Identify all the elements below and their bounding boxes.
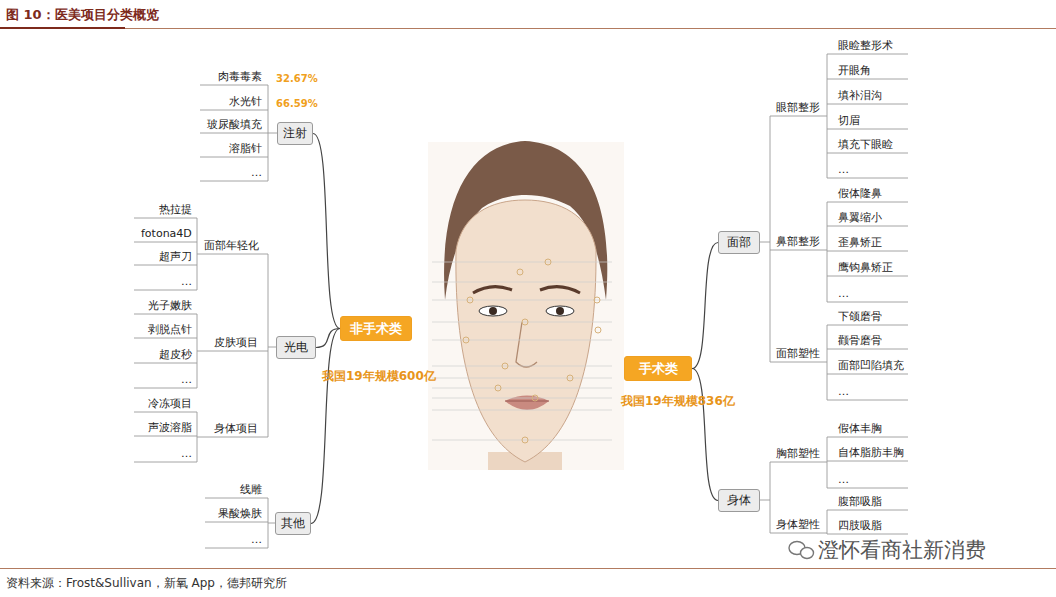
item-label: 超声刀 bbox=[159, 250, 192, 263]
item-label: 填补泪沟 bbox=[838, 89, 882, 102]
item-label: 鹰钩鼻矫正 bbox=[838, 261, 893, 274]
item-label: 线雕 bbox=[240, 483, 262, 496]
item-label: 眼睑整形术 bbox=[838, 39, 893, 52]
item-label: 身体项目 bbox=[214, 422, 258, 435]
branch-connector bbox=[692, 369, 718, 501]
market-size-label: 我国19年规模836亿 bbox=[621, 394, 735, 409]
market-size-label: 我国19年规模600亿 bbox=[322, 369, 436, 384]
item-label: … bbox=[251, 533, 262, 546]
box-text: 手术类 bbox=[639, 360, 678, 378]
item-label: fotona4D bbox=[141, 227, 192, 240]
item-label: 皮肤项目 bbox=[214, 336, 258, 349]
share-label: 32.67% bbox=[276, 72, 318, 85]
item-label: 剥脱点针 bbox=[148, 323, 192, 336]
item-label: 溶脂针 bbox=[229, 142, 262, 155]
box-text: 其他 bbox=[281, 515, 305, 532]
item-label: 声波溶脂 bbox=[148, 421, 192, 434]
item-label: … bbox=[838, 473, 849, 486]
item-label: … bbox=[181, 447, 192, 460]
item-label: 面部塑性 bbox=[776, 347, 820, 360]
item-label: 水光针 bbox=[229, 95, 262, 108]
item-label: 光子嫩肤 bbox=[148, 299, 192, 312]
group-box: 注射 bbox=[277, 122, 313, 145]
item-label: 切眉 bbox=[838, 114, 860, 127]
item-label: 肉毒毒素 bbox=[218, 70, 262, 83]
item-label: 玻尿酸填充 bbox=[207, 118, 262, 131]
group-box: 光电 bbox=[276, 336, 316, 359]
item-label: 鼻部整形 bbox=[776, 235, 820, 248]
item-label: 面部年轻化 bbox=[204, 239, 259, 252]
item-label: 假体丰胸 bbox=[838, 422, 882, 435]
item-label: 身体塑性 bbox=[776, 518, 820, 531]
item-label: … bbox=[838, 385, 849, 398]
box-text: 非手术类 bbox=[350, 320, 402, 338]
group-box: 其他 bbox=[275, 512, 311, 535]
item-label: 颧骨磨骨 bbox=[838, 334, 882, 347]
category-box: 手术类 bbox=[624, 356, 692, 381]
watermark: 澄怀看商社新消费 bbox=[818, 537, 986, 563]
item-label: 超皮秒 bbox=[159, 348, 192, 361]
branch-connector bbox=[313, 134, 340, 329]
item-label: 果酸焕肤 bbox=[218, 507, 262, 520]
item-label: 假体隆鼻 bbox=[838, 187, 882, 200]
item-label: 歪鼻矫正 bbox=[838, 236, 882, 249]
figure-title: 图 10：医美项目分类概览 bbox=[6, 7, 159, 23]
item-label: 冷冻项目 bbox=[148, 397, 192, 410]
figure-caption: 资料来源：Frost&Sullivan，新氧 App，德邦研究所 bbox=[6, 576, 287, 591]
box-text: 注射 bbox=[283, 125, 307, 142]
item-label: … bbox=[838, 287, 849, 300]
share-label: 66.59% bbox=[276, 97, 318, 110]
branch-connector bbox=[692, 243, 718, 369]
item-label: 鼻翼缩小 bbox=[838, 211, 882, 224]
item-label: 面部凹陷填充 bbox=[838, 359, 904, 372]
item-label: 眼部整形 bbox=[776, 101, 820, 114]
item-label: 胸部塑性 bbox=[776, 447, 820, 460]
box-text: 光电 bbox=[284, 339, 308, 356]
item-label: … bbox=[251, 166, 262, 179]
item-label: 腹部吸脂 bbox=[838, 495, 882, 508]
item-label: 填充下眼睑 bbox=[838, 138, 893, 151]
item-label: … bbox=[838, 163, 849, 176]
item-label: 四肢吸脂 bbox=[838, 519, 882, 532]
item-label: 自体脂肪丰胸 bbox=[838, 446, 904, 459]
category-box: 非手术类 bbox=[340, 316, 412, 341]
item-label: 热拉提 bbox=[159, 203, 192, 216]
box-text: 面部 bbox=[727, 234, 751, 251]
item-label: 开眼角 bbox=[838, 64, 871, 77]
box-text: 身体 bbox=[727, 492, 751, 509]
group-box: 身体 bbox=[718, 489, 760, 512]
item-label: … bbox=[181, 275, 192, 288]
item-label: 下颌磨骨 bbox=[838, 310, 882, 323]
group-box: 面部 bbox=[718, 231, 760, 254]
item-label: … bbox=[181, 373, 192, 386]
